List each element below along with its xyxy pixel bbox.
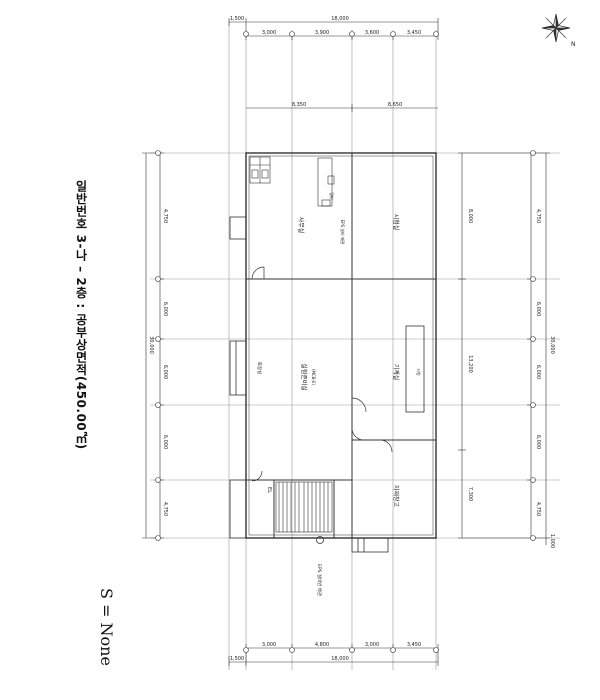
dim-right: 4,750 [535,502,541,516]
doors [251,266,393,482]
dim-top-seg: 1,500 [230,16,244,22]
dim-bottom-part: 4,800 [315,642,329,648]
grid-bubbles [155,31,536,653]
room-label-storage: 자재창고 [392,485,400,508]
bottom-annex [351,537,389,553]
room-label-unit: 시험 [416,368,422,376]
grid-vertical [228,20,437,670]
dim-bottom-seg: 1,500 [230,656,244,662]
dim-right-total: 30,000 [549,336,555,354]
dim-left: 6,000 [162,435,168,449]
room-label-machine: 기계실 [392,364,400,381]
dim-right-small: 1,000 [549,534,555,548]
dim-right: 6,000 [535,435,541,449]
left-dim-labels: 4,750 6,000 6,000 6,000 4,750 30,000 [148,209,168,516]
dim-left: 6,000 [162,365,168,379]
dim-right-inner: 13,200 [467,355,473,373]
room-label-elevator: EL [266,487,272,493]
drawing-title: 일반번호 3-나 – 2층 : 공부상면적(450.00㎡) [74,180,88,450]
room-label-device: 장비 [329,192,335,200]
dim-left: 4,750 [162,209,168,223]
dim-bottom-total: 18,000 [331,656,349,662]
dim-top-total: 18,000 [331,16,349,22]
dim-bottom-part: 3,000 [365,642,379,648]
dim-top-inner: 8,650 [388,102,402,108]
entrance-marker [316,536,324,544]
room-label-misc: 화장실 [256,362,263,374]
room-labels: 사무실 장비 시험실 실험준비실 (MCB-E) 기계실 시험 자재창고 화장실… [256,192,422,596]
dim-bottom-part: 3,450 [407,642,421,648]
room-label-lab-sub: (MCB-E) [311,369,316,386]
dim-right: 4,750 [535,209,541,223]
dim-right: 6,000 [535,302,541,316]
dim-right-inner: 7,300 [467,487,473,501]
dim-left: 6,000 [162,302,168,316]
office-fixtures [249,156,335,207]
right-dim-labels: 8,000 13,200 7,300 4,750 6,000 6,000 6,0… [467,209,555,548]
dim-left: 4,750 [162,502,168,516]
room-label-lab: 실험준비실 [300,363,308,391]
equipment-box [405,325,425,413]
dim-right: 6,000 [535,365,541,379]
note-eps: EPS 설비반 배관 [316,564,323,596]
north-arrow: N [541,13,576,48]
left-annex [229,216,247,539]
dim-top-part: 3,600 [365,30,379,36]
grid-horizontal [150,152,560,539]
staircase [275,481,333,533]
dim-right-inner: 8,000 [467,209,473,223]
north-label: N [571,41,576,48]
dim-top-part: 3,000 [262,30,276,36]
note-corridor: EPS 설비 배관 [340,220,346,245]
room-label-office: 사무실 [297,217,305,234]
dim-top-part: 3,450 [407,30,421,36]
interior-walls [246,153,436,538]
room-label-room-a: 시험실 [392,214,400,231]
dim-bottom-part: 3,000 [262,642,276,648]
dim-top-part: 3,900 [315,30,329,36]
dim-left-total: 30,000 [148,336,154,354]
scale-label: S = None [97,588,116,666]
dim-top-inner: 8,350 [292,102,306,108]
